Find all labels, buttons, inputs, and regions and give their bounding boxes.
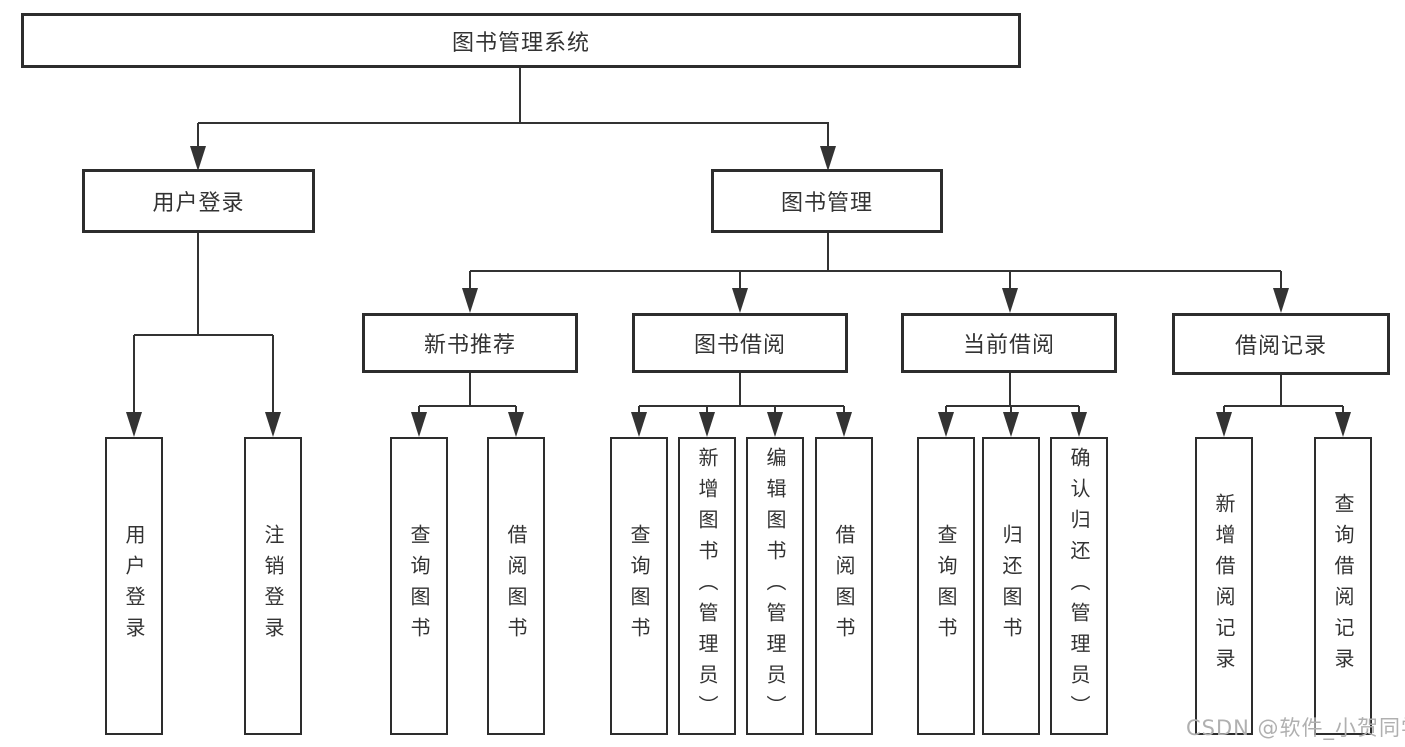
node-label: 编辑图书（管理员） bbox=[763, 446, 787, 726]
node-branch-book-management: 图书管理 bbox=[711, 169, 943, 233]
node-label: 借阅图书 bbox=[504, 524, 528, 648]
connector-line-group bbox=[133, 68, 1344, 414]
node-root-library-system: 图书管理系统 bbox=[21, 13, 1021, 68]
node-leaf-confirm-return-admin: 确认归还（管理员） bbox=[1050, 437, 1108, 735]
node-leaf-borrow-query-books: 查询图书 bbox=[610, 437, 668, 735]
node-group-book-borrow: 图书借阅 bbox=[632, 313, 848, 373]
node-label: 注销登录 bbox=[261, 524, 285, 648]
node-label: 查询图书 bbox=[934, 524, 958, 648]
node-branch-user-login: 用户登录 bbox=[82, 169, 315, 233]
node-label: 查询图书 bbox=[407, 524, 431, 648]
node-label: 当前借阅 bbox=[962, 333, 1055, 358]
node-group-current-borrow: 当前借阅 bbox=[901, 313, 1117, 373]
node-leaf-cur-query-books: 查询图书 bbox=[917, 437, 975, 735]
node-leaf-query-borrow-record: 查询借阅记录 bbox=[1314, 437, 1372, 735]
node-label: 新书推荐 bbox=[423, 333, 516, 358]
node-label: 新增图书（管理员） bbox=[695, 446, 719, 726]
node-label: 归还图书 bbox=[999, 524, 1023, 648]
node-leaf-logout: 注销登录 bbox=[244, 437, 302, 735]
node-label: 借阅记录 bbox=[1234, 334, 1327, 359]
node-leaf-user-login: 用户登录 bbox=[105, 437, 163, 735]
node-label: 新增借阅记录 bbox=[1212, 493, 1236, 679]
node-label: 图书管理系统 bbox=[451, 30, 590, 56]
node-label: 图书借阅 bbox=[693, 333, 786, 358]
node-label: 查询借阅记录 bbox=[1331, 493, 1355, 679]
node-label: 图书管理 bbox=[780, 191, 873, 216]
node-label: 用户登录 bbox=[152, 191, 245, 216]
node-leaf-borrow-books: 借阅图书 bbox=[815, 437, 873, 735]
arrow-down-icons bbox=[126, 146, 1351, 437]
node-label: 用户登录 bbox=[122, 524, 146, 648]
node-leaf-edit-books-admin: 编辑图书（管理员） bbox=[746, 437, 804, 735]
csdn-watermark: CSDN @软件_小贺同学 bbox=[1186, 716, 1405, 740]
node-leaf-add-borrow-record: 新增借阅记录 bbox=[1195, 437, 1253, 735]
node-leaf-rec-query-books: 查询图书 bbox=[390, 437, 448, 735]
node-leaf-add-books-admin: 新增图书（管理员） bbox=[678, 437, 736, 735]
node-group-borrow-records: 借阅记录 bbox=[1172, 313, 1390, 375]
node-label: 查询图书 bbox=[627, 524, 651, 648]
node-leaf-rec-borrow-books: 借阅图书 bbox=[487, 437, 545, 735]
node-label: 确认归还（管理员） bbox=[1067, 446, 1091, 726]
node-group-new-book-recommend: 新书推荐 bbox=[362, 313, 578, 373]
node-label: 借阅图书 bbox=[832, 524, 856, 648]
node-leaf-return-books: 归还图书 bbox=[982, 437, 1040, 735]
